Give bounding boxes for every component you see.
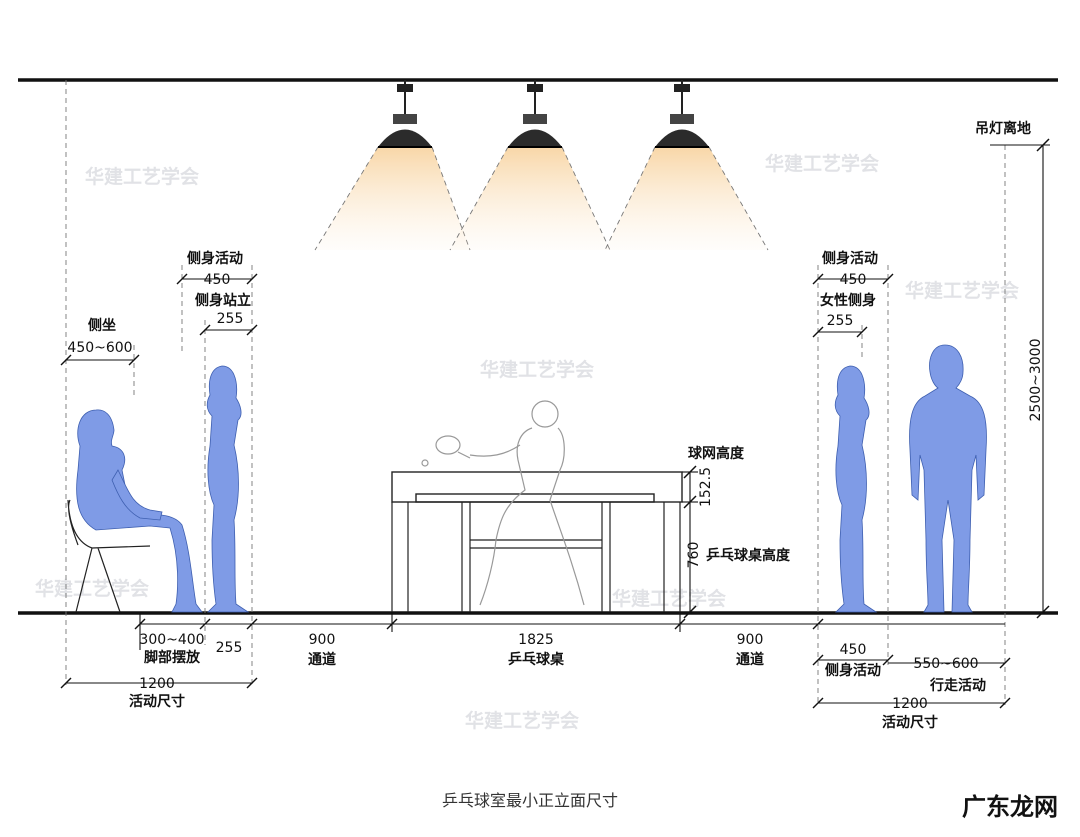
walk-value: 550~600 [913,656,978,672]
watermark-3: 华建工艺学会 [905,279,1019,302]
ping-pong-table [391,471,683,612]
left-upper-dimensions: 侧身活动 450 侧身站立 255 侧坐 450~600 [60,250,258,366]
stand-value: 255 [216,640,243,656]
pendant-lamps [314,80,769,251]
watermark-6: 华建工艺学会 [612,587,726,610]
standing-woman-right [834,365,878,613]
right-side-active-label: 侧身活动 [822,250,878,267]
table-height-dimension: 球网高度 152.5 760 乒乓球桌高度 [682,445,791,619]
left-side-active-label: 侧身活动 [187,250,243,267]
lamp-height-label: 吊灯离地 [975,120,1031,137]
lamp-height-value: 2500~3000 [1028,339,1044,422]
table-value: 1825 [518,632,554,648]
side-sit-label: 侧坐 [88,317,116,334]
table-height-value: 760 [686,542,702,569]
female-side-label: 女性侧身 [820,292,876,309]
left-side-stand-value: 255 [217,311,244,327]
pendant-lamp-1 [314,80,471,251]
standing-man [909,344,987,613]
right-total-value: 1200 [892,696,928,712]
aisle-left-value: 900 [309,632,336,648]
watermark-5: 华建工艺学会 [35,577,149,600]
left-total-label: 活动尺寸 [129,693,185,710]
aisle-right-label: 通道 [736,651,764,668]
right-active-value: 450 [840,642,867,658]
female-side-value: 255 [827,313,854,329]
extension-lines [65,80,1006,705]
lamp-height-dimension: 吊灯离地 2500~3000 [975,120,1050,619]
table-label: 乒乓球桌 [508,651,565,668]
standing-woman-left [206,365,250,613]
left-total-value: 1200 [139,676,175,692]
foot-label: 脚部摆放 [144,649,201,666]
right-side-active-value: 450 [840,272,867,288]
right-upper-dimensions: 侧身活动 450 女性侧身 255 [812,250,894,338]
pendant-lamp-3 [604,80,769,251]
seated-person [67,409,203,613]
left-side-stand-label: 侧身站立 [195,292,251,309]
table-height-label: 乒乓球桌高度 [706,547,791,564]
diagram-title: 乒乓球室最小正立面尺寸 [442,791,618,810]
watermark-7: 华建工艺学会 [465,709,579,732]
watermark-4: 华建工艺学会 [480,358,594,381]
aisle-left-label: 通道 [308,651,336,668]
pendant-lamp-2 [449,80,611,251]
watermark-2: 华建工艺学会 [765,152,879,175]
left-side-active-value: 450 [204,272,231,288]
corner-logo-text: 广东龙网 [962,793,1058,821]
right-active-label: 侧身活动 [825,662,881,679]
watermarks: 华建工艺学会 华建工艺学会 华建工艺学会 华建工艺学会 华建工艺学会 华建工艺学… [35,152,1019,732]
chair [67,499,151,613]
walk-label: 行走活动 [929,677,986,694]
net-height-value: 152.5 [698,467,714,507]
table-tennis-player [421,400,585,606]
foot-value: 300~400 [139,632,204,648]
watermark-1: 华建工艺学会 [85,165,199,188]
aisle-right-value: 900 [737,632,764,648]
bottom-dimensions: 300~400 脚部摆放 255 900 通道 1825 乒乓球桌 900 通道… [60,612,1011,731]
net-height-label: 球网高度 [688,445,745,462]
side-sit-value: 450~600 [67,340,132,356]
right-total-label: 活动尺寸 [882,714,938,731]
